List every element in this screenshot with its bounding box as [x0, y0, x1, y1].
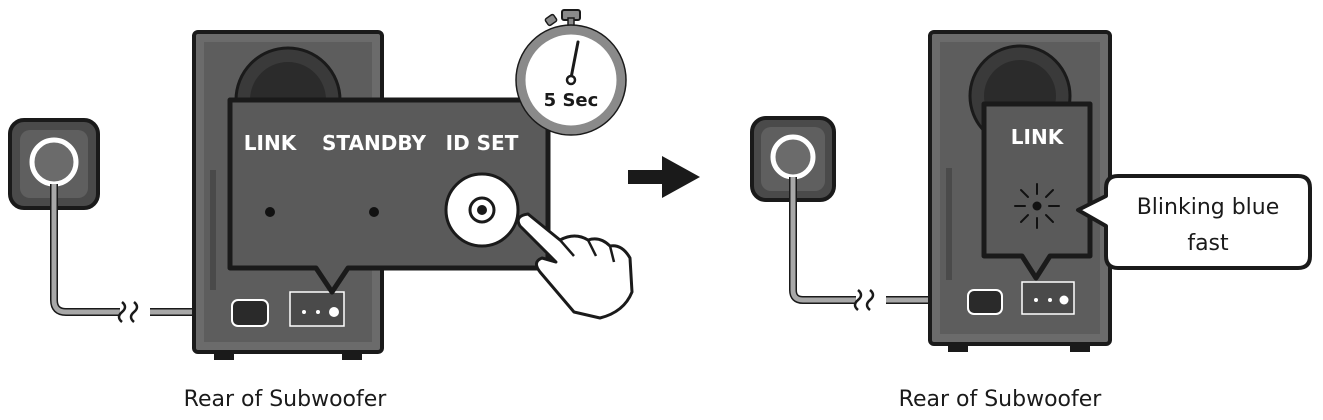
link-indicator	[265, 207, 275, 217]
left-panel: LINK STANDBY ID SET	[8, 9, 634, 412]
standby-label: STANDBY	[322, 131, 426, 155]
link-indicator-blinking	[1032, 201, 1042, 211]
left-caption: Rear of Subwoofer	[184, 387, 388, 412]
hand-press-icon	[516, 212, 634, 320]
power-outlet-icon-right	[750, 116, 836, 202]
rear-control-panel	[289, 291, 345, 327]
callout-line-1: Blinking blue	[1137, 195, 1280, 220]
power-outlet-icon	[8, 118, 100, 210]
callout-line-2: fast	[1187, 231, 1229, 256]
power-inlet-right	[967, 289, 1003, 315]
arrow-right-icon	[628, 156, 700, 198]
link-label-right: LINK	[1011, 125, 1065, 149]
zoomed-control-panel: LINK STANDBY ID SET	[227, 97, 551, 295]
id-set-label: ID SET	[446, 131, 519, 155]
standby-indicator	[369, 207, 379, 217]
stopwatch-icon: 5 Sec	[515, 9, 627, 136]
power-inlet	[231, 299, 269, 327]
rear-control-panel-right	[1021, 281, 1075, 315]
id-set-button[interactable]	[444, 172, 520, 248]
right-caption: Rear of Subwoofer	[899, 387, 1103, 412]
link-label: LINK	[244, 131, 298, 155]
blink-rays-icon	[1014, 183, 1060, 229]
right-panel: LINK Blinking blue fast Rear of Subwoofe…	[750, 30, 1312, 412]
blinking-callout: Blinking blue fast	[1076, 174, 1312, 270]
zoomed-link-panel: LINK	[981, 101, 1093, 281]
timer-label: 5 Sec	[544, 90, 599, 111]
